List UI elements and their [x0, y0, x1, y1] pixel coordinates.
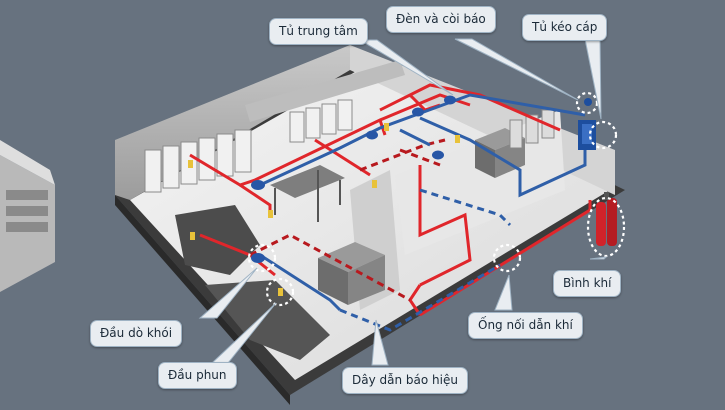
floor-cabinets — [318, 109, 555, 305]
gas-pipe-dashed — [249, 138, 446, 302]
label-nozzle: Đầu phun — [158, 362, 237, 389]
building-model — [115, 45, 625, 405]
nozzle-icon — [278, 288, 283, 296]
highlight-rings — [247, 91, 626, 307]
label-signal-wire: Dây dẫn báo hiệu — [342, 367, 468, 394]
smoke-detector-icon — [251, 253, 265, 263]
label-gas-pipe: Ống nối dẫn khí — [468, 312, 583, 339]
gas-cylinder-icon — [596, 192, 617, 246]
cable-pull-cabinet-icon — [578, 120, 596, 150]
server-unit-left — [0, 140, 55, 292]
label-lights-sirens: Đèn và còi báo — [386, 6, 496, 33]
central-cabinet-icon — [584, 98, 592, 106]
floor-cutout — [205, 280, 330, 360]
label-smoke-detector: Đầu dò khói — [90, 320, 183, 347]
callout-pointers — [198, 38, 608, 366]
label-gas-cylinder: Bình khí — [553, 270, 622, 297]
signal-wire-network — [259, 93, 587, 312]
devices — [188, 95, 460, 296]
desk — [270, 165, 345, 222]
label-central-cabinet: Tủ trung tâm — [269, 18, 368, 45]
signal-wire-dashed — [339, 188, 512, 332]
label-cable-pull-cabinet: Tủ kéo cáp — [522, 14, 608, 41]
floor-cutout — [175, 205, 260, 275]
